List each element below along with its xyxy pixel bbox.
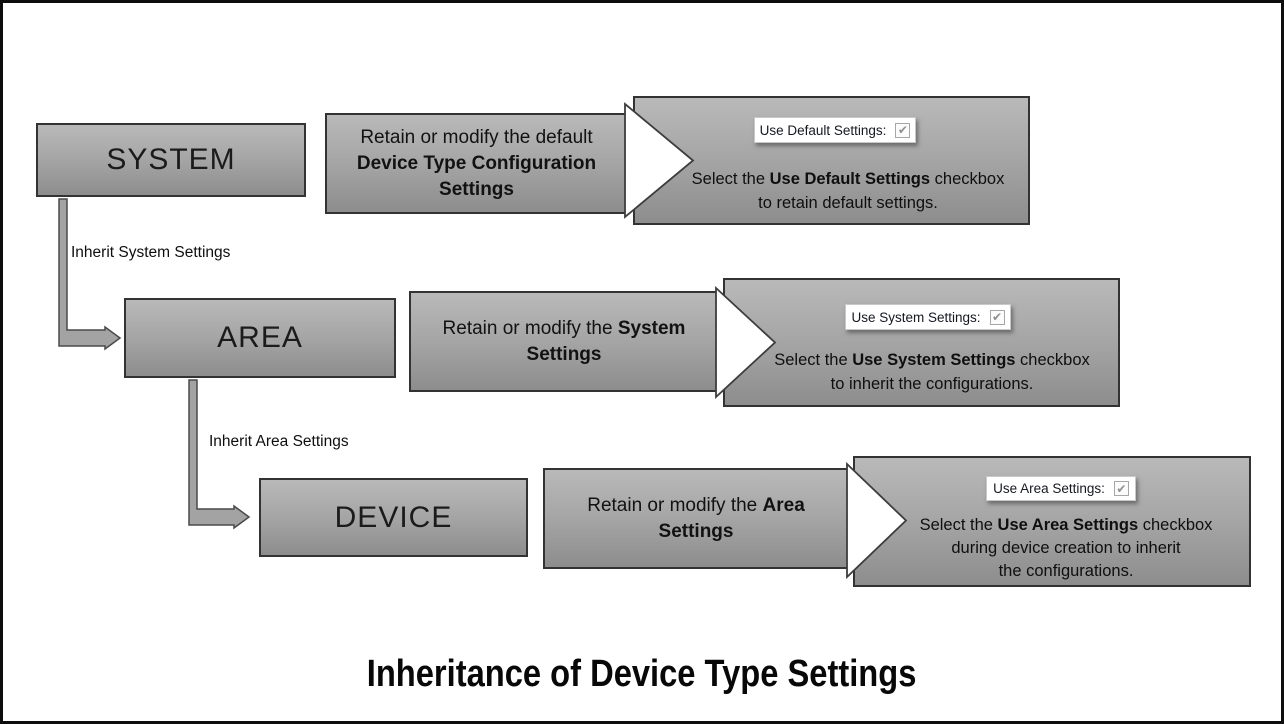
elbow-arrow-area-to-device-icon (188, 379, 251, 530)
checkmark-icon: ✔ (1116, 481, 1127, 496)
elbow-arrow-system-to-area-icon (58, 198, 122, 351)
checkbox-label-area-settings: Use Area Settings: (993, 481, 1105, 496)
checkbox-label-system-settings: Use System Settings: (851, 309, 981, 325)
default-settings-checkbox[interactable]: ✔ (895, 122, 911, 138)
level-label-device: DEVICE (334, 500, 453, 534)
checkbox-strip-area-settings: Use Area Settings: ✔ (986, 476, 1136, 501)
inherit-area-settings-label: Inherit Area Settings (209, 433, 349, 450)
level-box-device: DEVICE (259, 478, 528, 557)
diagram-title: Inheritance of Device Type Settings (367, 653, 917, 695)
checkbox-strip-system-settings: Use System Settings: ✔ (845, 304, 1011, 330)
level-box-system: SYSTEM (36, 123, 306, 197)
caption-system: Select the Use Default Settings checkbox… (691, 170, 1005, 212)
checkbox-strip-default-settings: Use Default Settings: ✔ (754, 117, 916, 143)
checkmark-icon: ✔ (897, 123, 908, 137)
title-container: Inheritance of Device Type Settings (3, 653, 1281, 696)
checkbox-label-default-settings: Use Default Settings: (759, 122, 887, 138)
system-settings-checkbox[interactable]: ✔ (989, 309, 1005, 325)
area-settings-checkbox[interactable]: ✔ (1113, 481, 1129, 496)
level-box-area: AREA (124, 298, 396, 378)
result-box-area (723, 278, 1120, 407)
level-label-system: SYSTEM (106, 143, 236, 176)
checkmark-icon: ✔ (992, 310, 1003, 324)
inherit-system-settings-label: Inherit System Settings (71, 244, 231, 261)
level-label-area: AREA (217, 321, 303, 354)
